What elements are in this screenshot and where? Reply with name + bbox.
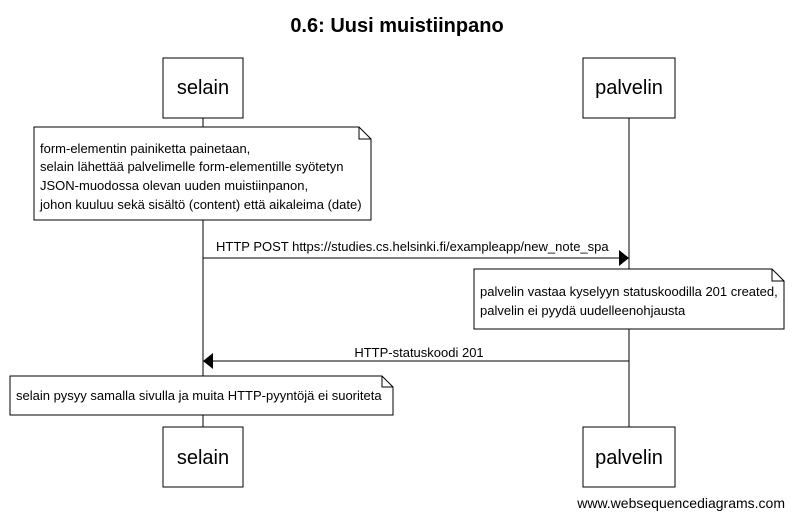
message-http-post: HTTP POST https://studies.cs.helsinki.fi… [203, 239, 629, 266]
note-server-response: palvelin vastaa kyselyyn statuskoodilla … [473, 268, 785, 330]
footer-watermark: www.websequencediagrams.com [576, 495, 785, 511]
participant-palvelin-bottom-label: palvelin [595, 447, 663, 469]
participant-selain-bottom-label: selain [177, 447, 229, 469]
diagram-title: 0.6: Uusi muistiinpano [290, 15, 503, 37]
arrowhead-left-icon [203, 353, 213, 369]
message-status-201-label: HTTP-statuskoodi 201 [354, 345, 483, 360]
note-server-response-line-2: palvelin ei pyydä uudelleenohjausta [480, 303, 686, 318]
note-browser-submit-line-2: selain lähettää palvelimelle form-elemen… [40, 159, 343, 174]
participant-palvelin-top: palvelin [582, 57, 676, 119]
participant-selain-top: selain [162, 57, 244, 119]
message-status-201: HTTP-statuskoodi 201 [203, 345, 629, 369]
note-browser-submit-line-1: form-elementin painiketta painetaan, [40, 141, 250, 156]
participant-palvelin-bottom: palvelin [582, 426, 676, 488]
note-browser-submit: form-elementin painiketta painetaan, sel… [33, 126, 372, 221]
note-browser-submit-line-3: JSON-muodossa olevan uuden muistiinpanon… [40, 178, 308, 193]
participant-selain-bottom: selain [162, 426, 244, 488]
note-server-response-line-1: palvelin vastaa kyselyyn statuskoodilla … [480, 284, 778, 299]
note-browser-stays: selain pysyy samalla sivulla ja muita HT… [9, 375, 394, 416]
arrowhead-right-icon [619, 250, 629, 266]
note-browser-submit-line-4: johon kuuluu sekä sisältö (content) että… [39, 197, 362, 212]
participant-selain-top-label: selain [177, 77, 229, 99]
note-browser-stays-line-1: selain pysyy samalla sivulla ja muita HT… [16, 388, 382, 403]
participant-palvelin-top-label: palvelin [595, 77, 663, 99]
message-http-post-label: HTTP POST https://studies.cs.helsinki.fi… [216, 239, 609, 254]
